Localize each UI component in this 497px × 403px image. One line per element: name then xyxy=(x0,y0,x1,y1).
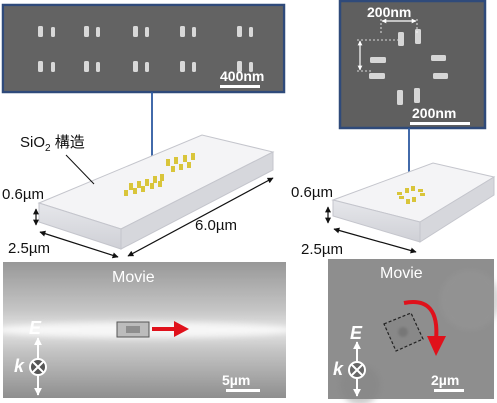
right-dim-width: 2.5µm xyxy=(301,241,343,258)
right-dim-thickness: 0.6µm xyxy=(291,184,333,201)
left-e-label: E xyxy=(29,318,42,338)
left-dimensions: 0.6µm 2.5µm 6.0µm xyxy=(2,177,274,259)
sio2-label-sub: 2 xyxy=(45,143,51,154)
left-k-label: k xyxy=(14,356,25,376)
right-sem-scale-label: 200nm xyxy=(412,105,456,121)
left-movie-scale-label: 5µm xyxy=(222,372,250,388)
left-dim-width: 2.5µm xyxy=(8,240,50,257)
sem-scale-bar: 400nm xyxy=(220,68,264,88)
left-dim-thickness: 0.6µm xyxy=(2,186,44,203)
right-movie-label: Movie xyxy=(380,265,423,282)
right-sem-scale-bar: 200nm xyxy=(410,105,470,125)
sem-horizontal-dimension: 200nm xyxy=(367,4,418,34)
svg-text:SiO2 構造: SiO2 構造 xyxy=(20,134,85,154)
sem-vertical-dimension xyxy=(357,39,398,72)
right-e-label: E xyxy=(350,323,363,343)
trapped-structure-outline xyxy=(383,312,424,352)
right-dimensions: 0.6µm 2.5µm xyxy=(291,184,417,258)
sio2-label-suffix: 構造 xyxy=(51,134,85,151)
right-arrow-icon xyxy=(152,321,189,337)
left-movie-scale-bar: 5µm xyxy=(222,372,260,392)
right-k-label: k xyxy=(333,359,344,379)
right-gold-nanopads xyxy=(397,186,425,204)
sem-nanostructure-array xyxy=(38,26,253,72)
left-sem-panel: 400nm xyxy=(1,3,286,94)
trapped-particle xyxy=(116,321,150,338)
cross-nanostructure xyxy=(369,29,448,105)
sio2-label-main: SiO xyxy=(20,134,45,151)
sem-scale-label: 400nm xyxy=(220,68,264,84)
right-polarization-indicator: E k xyxy=(333,323,366,397)
cell-1 xyxy=(38,26,55,72)
left-sio2-slab xyxy=(37,134,275,250)
circled-x-icon xyxy=(29,358,47,376)
right-sem-panel: 200nm 200nm xyxy=(338,0,487,130)
left-polarization-indicator: E k xyxy=(14,318,47,396)
left-movie-panel: Movie E k 5µm xyxy=(0,262,294,398)
right-movie-scale-label: 2µm xyxy=(431,372,459,388)
cell-4 xyxy=(180,26,196,72)
right-movie-panel: Movie E k 2µm xyxy=(328,259,497,403)
left-movie-label: Movie xyxy=(112,269,155,286)
right-sem-dim-horizontal: 200nm xyxy=(367,4,411,20)
curved-clockwise-arrow-icon xyxy=(403,300,446,356)
cell-2 xyxy=(84,26,100,72)
right-sio2-slab xyxy=(331,162,496,243)
sio2-structure-label: SiO2 構造 xyxy=(20,134,95,185)
cell-5 xyxy=(237,26,253,72)
cell-3 xyxy=(133,26,149,72)
right-movie-scale-bar: 2µm xyxy=(431,372,464,392)
right-k-circled-x-icon xyxy=(348,361,366,379)
left-dim-length: 6.0µm xyxy=(195,217,237,234)
